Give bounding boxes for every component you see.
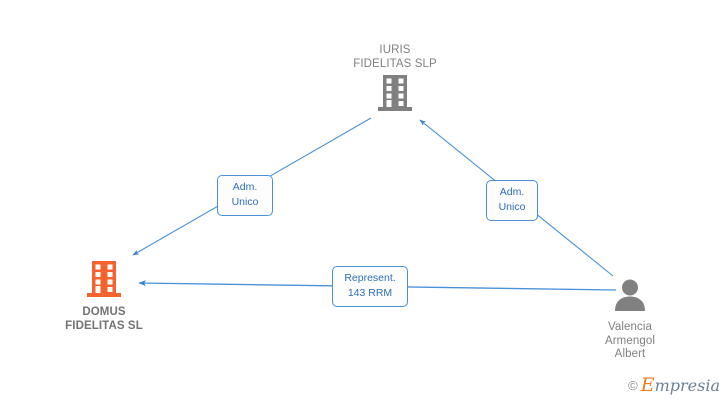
- brand-rest: mpresia: [654, 376, 720, 395]
- brand-initial: E: [640, 374, 655, 396]
- edge-label-represent-143-rrm[interactable]: Represent. 143 RRM: [332, 266, 408, 307]
- company-building-icon[interactable]: [87, 261, 121, 302]
- node-label: IURIS FIDELITAS SLP: [353, 44, 437, 70]
- copyright-icon: ©: [628, 378, 638, 393]
- node-label: Valencia Armengol Albert: [604, 321, 656, 360]
- edge-label-adm-unico-left[interactable]: Adm. Unico: [217, 175, 273, 216]
- company-building-icon[interactable]: [378, 75, 412, 116]
- node-iuris-fidelitas-slp[interactable]: IURIS FIDELITAS SLP: [335, 44, 455, 116]
- node-label: DOMUS FIDELITAS SL: [65, 306, 143, 332]
- edge-label-adm-unico-right[interactable]: Adm. Unico: [486, 180, 538, 221]
- node-domus-fidelitas-sl[interactable]: DOMUS FIDELITAS SL: [44, 261, 164, 333]
- brand-name: Empresia: [640, 374, 720, 396]
- empresia-watermark: © Empresia: [628, 374, 720, 396]
- person-icon[interactable]: [613, 278, 647, 317]
- node-valencia-armengol-albert[interactable]: Valencia Armengol Albert: [570, 278, 690, 362]
